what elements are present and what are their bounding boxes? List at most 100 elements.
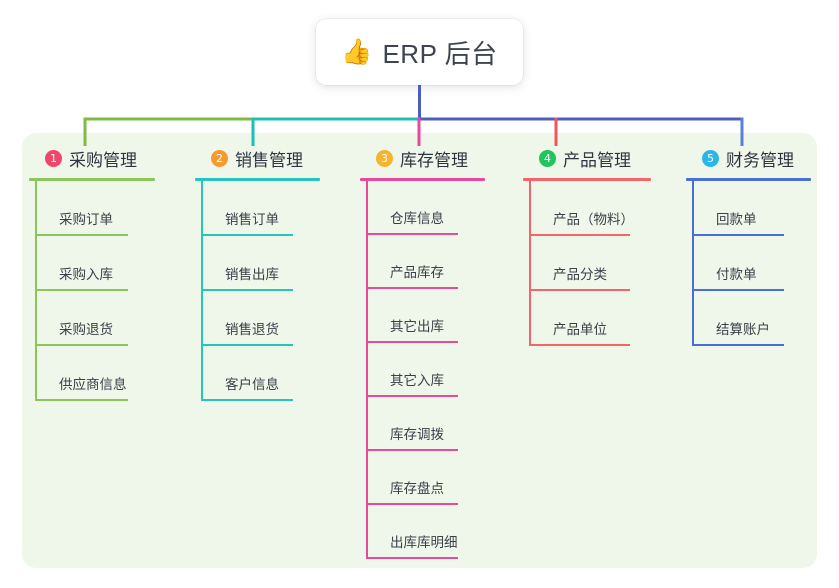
menu-item[interactable]: 出库库明细 bbox=[366, 505, 485, 559]
category-title: 采购管理 bbox=[69, 150, 137, 170]
menu-item-label: 销售出库 bbox=[225, 267, 279, 282]
number-badge-icon: 3 bbox=[376, 149, 393, 167]
menu-item-spine bbox=[35, 181, 37, 236]
category-underline bbox=[523, 178, 651, 181]
menu-item-underline bbox=[35, 399, 128, 401]
menu-item-underline bbox=[366, 503, 458, 505]
menu-item[interactable]: 产品（物料） bbox=[529, 181, 651, 236]
menu-item-underline bbox=[35, 289, 128, 291]
menu-item-label: 客户信息 bbox=[225, 377, 279, 392]
menu-item-spine bbox=[201, 346, 203, 401]
menu-item-label: 销售订单 bbox=[225, 212, 279, 227]
number-badge-icon: 5 bbox=[702, 149, 719, 167]
menu-item[interactable]: 付款单 bbox=[692, 236, 811, 291]
menu-item[interactable]: 库存盘点 bbox=[366, 451, 485, 505]
menu-item-label: 产品单位 bbox=[553, 322, 607, 337]
menu-item-spine bbox=[692, 291, 694, 346]
menu-item-spine bbox=[529, 236, 531, 291]
category-header-4[interactable]: 4 产品管理 bbox=[523, 146, 651, 170]
menu-item[interactable]: 产品单位 bbox=[529, 291, 651, 346]
category-column-4: 4 产品管理产品（物料） 产品分类产品单位 bbox=[523, 146, 651, 346]
menu-item-spine bbox=[366, 289, 368, 343]
diagram-panel bbox=[22, 133, 817, 568]
menu-item[interactable]: 回款单 bbox=[692, 181, 811, 236]
menu-item[interactable]: 采购入库 bbox=[35, 236, 155, 291]
menu-item[interactable]: 销售退货 bbox=[201, 291, 320, 346]
menu-item-underline bbox=[366, 557, 458, 559]
menu-item[interactable]: 产品库存 bbox=[366, 235, 485, 289]
menu-item-underline bbox=[692, 234, 784, 236]
menu-item-label: 其它入库 bbox=[390, 373, 444, 388]
menu-item[interactable]: 库存调拨 bbox=[366, 397, 485, 451]
menu-item-label: 采购退货 bbox=[59, 322, 113, 337]
menu-item[interactable]: 结算账户 bbox=[692, 291, 811, 346]
category-underline bbox=[195, 178, 320, 181]
menu-item-label: 采购订单 bbox=[59, 212, 113, 227]
category-underline bbox=[686, 178, 811, 181]
menu-item-spine bbox=[366, 397, 368, 451]
menu-item[interactable]: 产品分类 bbox=[529, 236, 651, 291]
menu-item-spine bbox=[529, 181, 531, 236]
menu-item-underline bbox=[366, 449, 458, 451]
menu-item-label: 采购入库 bbox=[59, 267, 113, 282]
category-title: 库存管理 bbox=[400, 150, 468, 170]
menu-item-underline bbox=[201, 399, 293, 401]
menu-item[interactable]: 销售订单 bbox=[201, 181, 320, 236]
menu-item[interactable]: 采购订单 bbox=[35, 181, 155, 236]
category-header-3[interactable]: 3 库存管理 bbox=[360, 146, 485, 170]
menu-item-spine bbox=[35, 291, 37, 346]
menu-item-label: 仓库信息 bbox=[390, 211, 444, 226]
menu-item-label: 供应商信息 bbox=[59, 377, 127, 392]
menu-item-spine bbox=[201, 181, 203, 236]
category-header-1[interactable]: 1 采购管理 bbox=[29, 146, 155, 170]
menu-item-underline bbox=[366, 287, 458, 289]
menu-item-spine bbox=[201, 236, 203, 291]
menu-item-spine bbox=[366, 343, 368, 397]
menu-item-label: 产品（物料） bbox=[553, 212, 634, 227]
menu-item-spine bbox=[366, 451, 368, 505]
menu-item-spine bbox=[201, 291, 203, 346]
menu-item-label: 付款单 bbox=[716, 267, 757, 282]
menu-item-label: 回款单 bbox=[716, 212, 757, 227]
menu-item-spine bbox=[692, 181, 694, 236]
menu-item-underline bbox=[201, 234, 293, 236]
menu-item-underline bbox=[366, 233, 458, 235]
menu-item-label: 库存调拨 bbox=[390, 427, 444, 442]
menu-item-underline bbox=[529, 289, 630, 291]
root-node-erp-backend[interactable]: 👍 ERP 后台 bbox=[316, 19, 523, 85]
menu-item-label: 库存盘点 bbox=[390, 481, 444, 496]
number-badge-icon: 1 bbox=[45, 149, 62, 167]
category-title: 产品管理 bbox=[563, 150, 631, 170]
menu-item-label: 出库库明细 bbox=[390, 535, 458, 550]
number-badge-icon: 4 bbox=[539, 149, 556, 167]
menu-item-underline bbox=[201, 344, 293, 346]
number-badge-icon: 2 bbox=[211, 149, 228, 167]
menu-item-underline bbox=[529, 234, 630, 236]
menu-item[interactable]: 其它出库 bbox=[366, 289, 485, 343]
menu-item-underline bbox=[201, 289, 293, 291]
menu-item-spine bbox=[35, 236, 37, 291]
menu-item[interactable]: 其它入库 bbox=[366, 343, 485, 397]
category-underline bbox=[29, 178, 155, 181]
menu-item[interactable]: 采购退货 bbox=[35, 291, 155, 346]
category-column-1: 1 采购管理采购订单采购入库采购退货供应商信息 bbox=[29, 146, 155, 401]
category-underline bbox=[360, 178, 485, 181]
menu-item-label: 销售退货 bbox=[225, 322, 279, 337]
menu-item[interactable]: 仓库信息 bbox=[366, 181, 485, 235]
menu-item-spine bbox=[529, 291, 531, 346]
root-node-title: ERP 后台 bbox=[382, 38, 498, 69]
menu-item[interactable]: 销售出库 bbox=[201, 236, 320, 291]
menu-item-underline bbox=[529, 344, 630, 346]
category-column-3: 3 库存管理仓库信息产品库存其它出库其它入库库存调拨库存盘点出库库明细 bbox=[360, 146, 485, 559]
menu-item-spine bbox=[366, 181, 368, 235]
menu-item[interactable]: 供应商信息 bbox=[35, 346, 155, 401]
menu-item-underline bbox=[366, 395, 458, 397]
menu-item[interactable]: 客户信息 bbox=[201, 346, 320, 401]
menu-item-label: 产品分类 bbox=[553, 267, 607, 282]
menu-item-label: 其它出库 bbox=[390, 319, 444, 334]
